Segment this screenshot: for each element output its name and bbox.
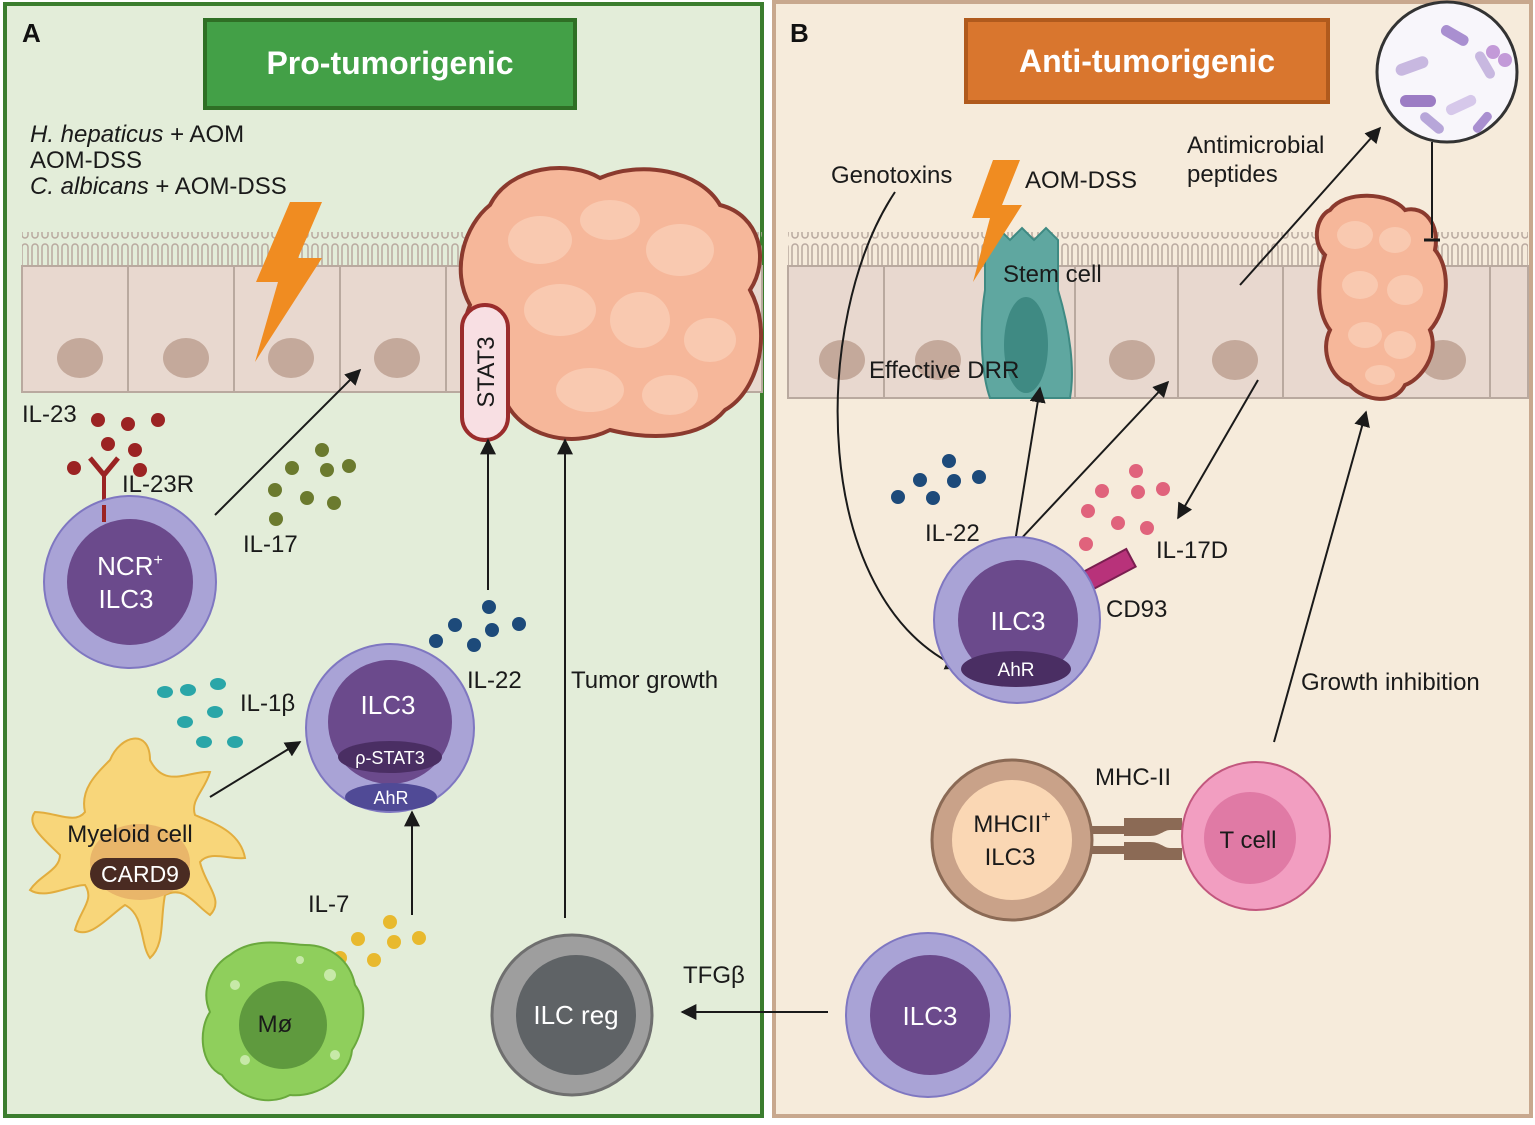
panel-b-title-box: [964, 18, 1330, 104]
panel-b-title: Anti-tumorigenic: [1019, 43, 1275, 79]
tumor-growth-label: Tumor growth: [571, 667, 718, 694]
microbiota-icon: [1375, 0, 1519, 144]
epithelial-nucleus: [374, 338, 420, 378]
arrow-genotoxins-to-ahr: [836, 191, 962, 670]
mhc2-label: MHC-II: [1095, 764, 1171, 791]
stem-cell: Stem cell: [980, 226, 1102, 399]
tumor-mass-b: [1314, 193, 1448, 401]
panel-a-title: Pro-tumorigenic: [266, 45, 513, 81]
il23-cytokines: [67, 413, 165, 477]
amp-label-line2: peptides: [1187, 161, 1278, 188]
il22-cytokines-a: [429, 600, 526, 652]
ilc3-cell-a: ILC3 ρ-STAT3 AhR: [305, 643, 475, 813]
il1b-cytokines: [157, 678, 243, 748]
myeloid-label: Myeloid cell: [67, 821, 192, 848]
mhc2-tcr-contact: [1092, 818, 1182, 860]
il23-label: IL-23: [22, 401, 77, 428]
arrow-ilc3-to-epithelium: [1017, 380, 1170, 543]
pstat3-label: ρ-STAT3: [355, 748, 425, 768]
stat3-receptor: STAT3: [460, 303, 510, 442]
arrow-to-antimicrobial: [1239, 126, 1382, 286]
ilc3-cell-b: ILC3 AhR: [933, 536, 1138, 704]
epithelial-nucleus: [163, 338, 209, 378]
il17d-cytokines: [1079, 464, 1170, 551]
effective-drr-label: Effective DRR: [869, 357, 1019, 384]
ilc-reg-cell: ILC reg: [490, 933, 654, 1097]
card9-label: CARD9: [101, 861, 179, 887]
ilc-reg-label: ILC reg: [533, 1000, 618, 1030]
stat3-label: STAT3: [473, 336, 500, 407]
il22-label-a: IL-22: [467, 667, 522, 694]
aom-dss-label-b: AOM-DSS: [1025, 167, 1137, 194]
ilc3-label-b: ILC3: [991, 606, 1046, 636]
il22-label-b: IL-22: [925, 520, 980, 547]
ncr-ilc3-label-line2: ILC3: [99, 584, 154, 614]
ilc3-cell-bottom: ILC3: [845, 932, 1011, 1098]
arrow-ncr-to-epithelium: [214, 368, 362, 516]
trigger-line-3: C. albicans + AOM-DSS: [30, 173, 287, 200]
arrow-myeloid-to-ilc3: [209, 741, 302, 798]
ncr-ilc3-label-line1: NCR+: [97, 551, 163, 581]
growth-inhibition-label: Growth inhibition: [1301, 669, 1480, 696]
mhcii-ilc3-label-line1: MHCII+: [973, 809, 1050, 838]
il7-label: IL-7: [308, 891, 349, 918]
il17-label: IL-17: [243, 531, 298, 558]
genotoxins-label: Genotoxins: [831, 162, 952, 189]
panel-b-letter: B: [790, 18, 809, 48]
ilc3-label-bottom: ILC3: [903, 1001, 958, 1031]
t-cell: T cell: [1181, 761, 1331, 911]
il17-cytokines: [268, 443, 356, 526]
macrophage-cell: Mø: [201, 941, 365, 1102]
il17d-label: IL-17D: [1156, 537, 1228, 564]
ncr-ilc3-cell: NCR+ ILC3: [43, 495, 217, 669]
mhcii-ilc3-label-line2: ILC3: [985, 844, 1036, 871]
il23r-label: IL-23R: [122, 471, 194, 498]
stem-cell-label: Stem cell: [1003, 261, 1102, 288]
epithelial-nucleus: [57, 338, 103, 378]
panel-a: A Pro-tumorigenic H. hepaticus + AOM AOM…: [3, 2, 764, 1118]
epithelial-nucleus: [268, 338, 314, 378]
tumor-mass-a: [458, 166, 763, 441]
lightning-bolt-icon: [255, 202, 322, 362]
tcell-label: T cell: [1220, 827, 1277, 854]
arrow-ilc3-to-stemcell: [1014, 386, 1046, 543]
ahr-label-b: AhR: [998, 660, 1035, 681]
tgfb-label: TFGβ: [683, 962, 745, 989]
panel-b-background: [772, 0, 1533, 1118]
macrophage-label: Mø: [258, 1011, 293, 1038]
il1b-label: IL-1β: [240, 690, 295, 717]
trigger-line-2: AOM-DSS: [30, 147, 142, 174]
cd93-label: CD93: [1106, 596, 1167, 623]
ahr-label-a: AhR: [373, 788, 408, 808]
myeloid-cell: Myeloid cell CARD9: [28, 737, 247, 960]
mhcii-ilc3-cell: MHCII+ ILC3: [930, 758, 1094, 922]
panel-a-title-box: [203, 18, 577, 110]
ilc3-label-a: ILC3: [361, 690, 416, 720]
arrow-epithelium-to-il17d: [1177, 379, 1259, 520]
arrow-tcell-to-tumor: [1273, 410, 1370, 743]
panel-a-letter: A: [22, 18, 41, 48]
trigger-line-1: H. hepaticus + AOM: [30, 121, 244, 148]
lightning-bolt-icon-b: [972, 160, 1022, 282]
il22-cytokines-b: [891, 454, 986, 505]
panel-b: B Anti-tumorigenic Genotoxins AOM-DSS An…: [772, 0, 1533, 1118]
amp-label-line1: Antimicrobial: [1187, 132, 1324, 159]
